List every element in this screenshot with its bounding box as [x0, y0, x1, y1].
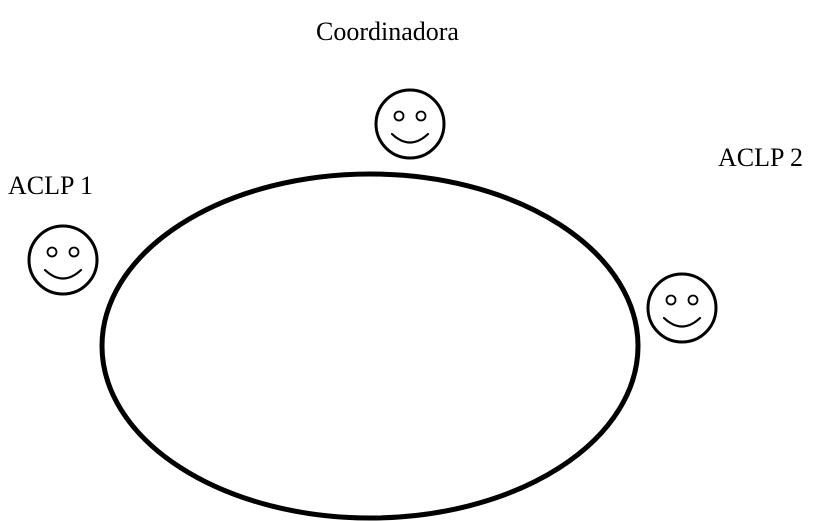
aclp2-smiley-icon [646, 272, 718, 344]
aclp1-smiley-icon [27, 224, 99, 296]
aclp1-label: ACLP 1 [8, 171, 93, 200]
aclp2-label: ACLP 2 [718, 143, 803, 172]
coordinator-label: Coordinadora [316, 17, 459, 46]
table-ellipse [99, 171, 641, 521]
coordinator-smiley-icon [374, 88, 446, 160]
